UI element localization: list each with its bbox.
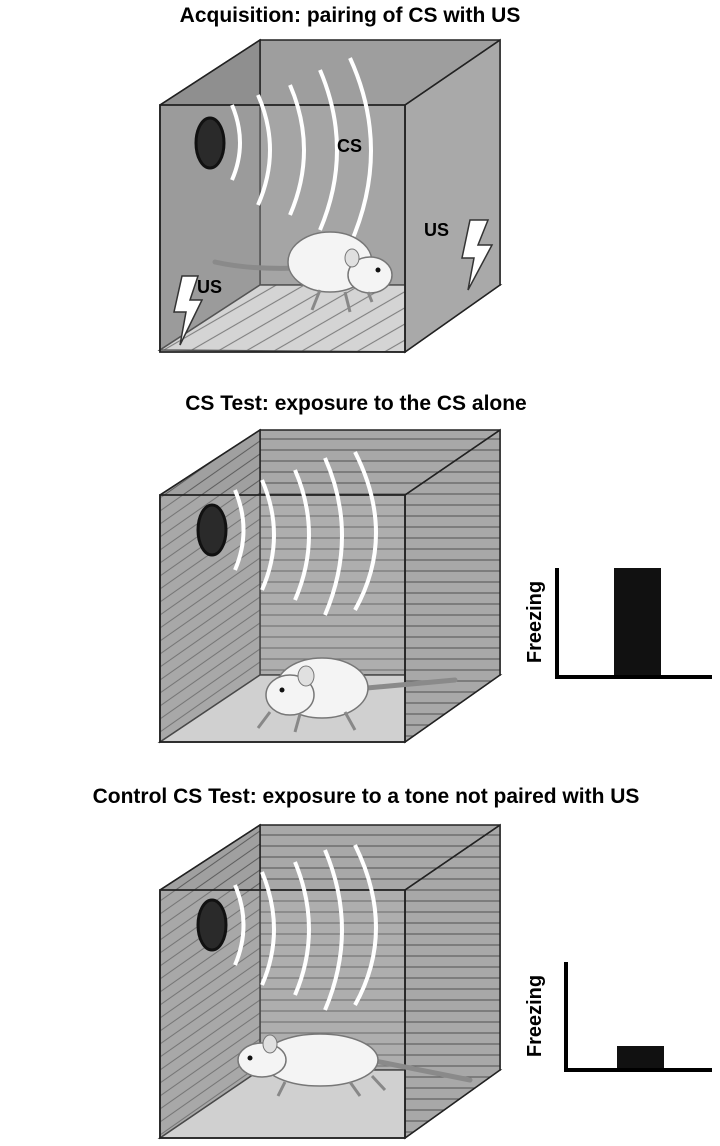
speaker-icon <box>196 898 228 952</box>
lightning-icon <box>461 219 494 291</box>
freezing-bar <box>614 568 661 675</box>
rat-illustration <box>237 1033 473 1097</box>
freezing-bar <box>617 1046 664 1068</box>
control-test-box <box>157 823 503 1140</box>
y-axis-label: Freezing <box>524 975 546 1057</box>
acquisition-box <box>157 38 503 354</box>
panel-2-title: CS Test: exposure to the CS alone <box>185 392 527 415</box>
panel-1-title: Acquisition: pairing of CS with US <box>179 4 521 27</box>
sound-waves-icon <box>233 451 378 616</box>
us-label-right: US <box>424 220 449 240</box>
rat-illustration <box>212 231 393 313</box>
panel-3-title: Control CS Test: exposure to a tone not … <box>92 785 640 808</box>
freezing-chart-high: Freezing <box>524 568 712 679</box>
cs-label: CS <box>337 136 362 156</box>
us-label-left: US <box>197 277 222 297</box>
y-axis-label: Freezing <box>524 581 546 663</box>
lightning-icon <box>173 275 204 346</box>
sound-waves-icon <box>230 57 373 246</box>
speaker-icon <box>194 116 226 170</box>
sound-waves-icon <box>233 844 378 1011</box>
freezing-chart-low: Freezing <box>524 962 712 1072</box>
speaker-icon <box>196 503 228 557</box>
rat-illustration <box>256 657 458 733</box>
